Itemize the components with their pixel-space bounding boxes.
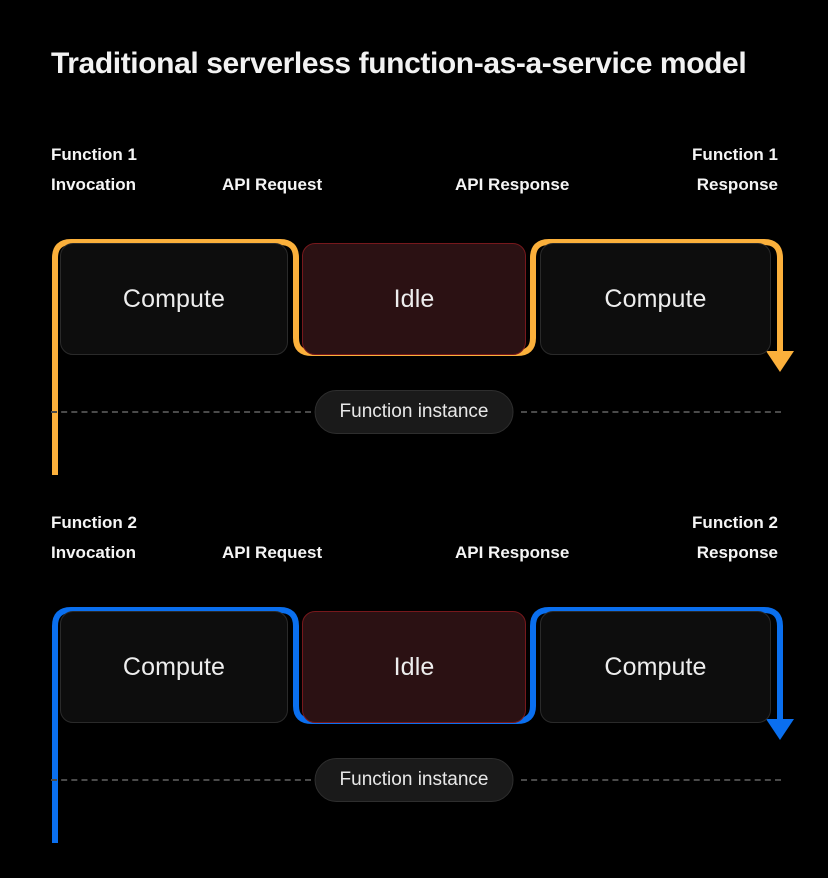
label-invocation-line1: Function 2 xyxy=(51,513,137,532)
label-api-request-text: API Request xyxy=(222,543,323,562)
dashed-line-right xyxy=(521,779,781,781)
label-api-response-1: API Response xyxy=(455,170,569,200)
dashed-line-right xyxy=(521,411,781,413)
label-invocation-line2: Invocation xyxy=(51,175,137,194)
stage-row-function-1: Compute Idle Compute xyxy=(0,243,828,365)
instance-divider-function-2: Function instance xyxy=(0,758,828,802)
page-title: Traditional serverless function-as-a-ser… xyxy=(51,47,747,80)
label-api-request-text: API Request xyxy=(222,175,323,194)
function-instance-pill[interactable]: Function instance xyxy=(314,390,514,434)
label-function-2-response: Function 2 Response xyxy=(692,508,778,568)
label-api-response-text: API Response xyxy=(455,543,570,562)
stage-row-function-2: Compute Idle Compute xyxy=(0,611,828,733)
stage-compute-right[interactable]: Compute xyxy=(540,243,771,355)
label-row-function-2: Function 2 Invocation API Request API Re… xyxy=(0,503,828,565)
label-invocation-line2: Invocation xyxy=(51,543,137,562)
label-function-1-response: Function 1 Response xyxy=(692,140,778,200)
dashed-line-left xyxy=(51,411,311,413)
label-function-1-invocation: Function 1 Invocation xyxy=(51,140,137,200)
label-response-line2: Response xyxy=(696,543,778,562)
label-api-response-2: API Response xyxy=(455,538,569,568)
arrow-head-icon xyxy=(766,719,794,740)
stage-idle[interactable]: Idle xyxy=(302,243,526,355)
label-function-2-invocation: Function 2 Invocation xyxy=(51,508,137,568)
stage-compute-left[interactable]: Compute xyxy=(60,243,288,355)
dashed-line-left xyxy=(51,779,311,781)
label-response-line2: Response xyxy=(696,175,778,194)
label-invocation-line1: Function 1 xyxy=(51,145,137,164)
label-response-line1: Function 1 xyxy=(692,145,778,164)
label-api-request-2: API Request xyxy=(222,538,322,568)
stage-idle[interactable]: Idle xyxy=(302,611,526,723)
function-instance-pill[interactable]: Function instance xyxy=(314,758,514,802)
stage-compute-right[interactable]: Compute xyxy=(540,611,771,723)
label-api-request-1: API Request xyxy=(222,170,322,200)
stage-compute-left[interactable]: Compute xyxy=(60,611,288,723)
instance-divider-function-1: Function instance xyxy=(0,390,828,434)
label-response-line1: Function 2 xyxy=(692,513,778,532)
label-api-response-text: API Response xyxy=(455,175,570,194)
label-row-function-1: Function 1 Invocation API Request API Re… xyxy=(0,135,828,197)
arrow-head-icon xyxy=(766,351,794,372)
